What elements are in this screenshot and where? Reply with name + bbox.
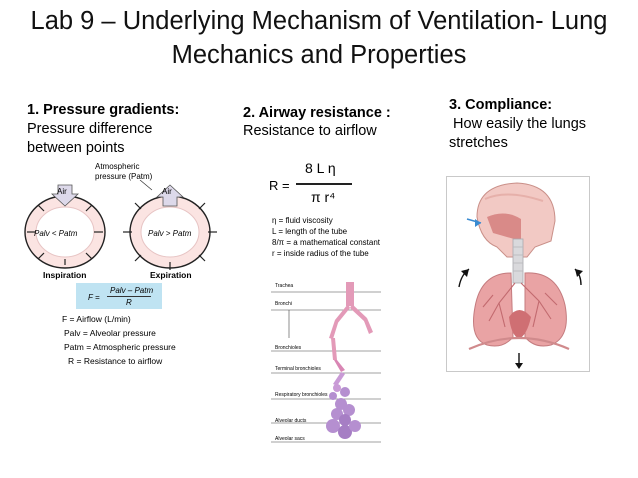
air-label-left: Air xyxy=(57,187,67,196)
section-1-sub-1: Pressure difference xyxy=(27,121,153,137)
airway-label-bronchi: Bronchi xyxy=(275,301,292,307)
inspiration-pressure-text: Palv < Patm xyxy=(34,229,78,238)
legend-alveolar: Palv = Alveolar pressure xyxy=(64,328,156,338)
section-3-sub-2: stretches xyxy=(449,135,508,151)
formula-numerator: Palv – Patm xyxy=(110,286,154,295)
airway-label-respiratory: Respiratory bronchioles xyxy=(275,392,328,398)
def-constant: 8/π = a mathematical constant xyxy=(272,238,381,247)
title-line-2: Mechanics and Properties xyxy=(171,41,467,69)
legend-airflow: F = Airflow (L/min) xyxy=(62,314,131,324)
air-label-right: Air xyxy=(162,187,172,196)
atmospheric-label-2: pressure (Patm) xyxy=(95,172,153,181)
slide-title: Lab 9 – Underlying Mechanism of Ventilat… xyxy=(0,4,638,72)
airway-label-ducts: Alveolar ducts xyxy=(275,418,307,424)
section-3-sub-1: How easily the lungs xyxy=(449,116,587,132)
expiration-pressure-text: Palv > Patm xyxy=(148,229,192,238)
airway-tree-diagram xyxy=(271,282,381,443)
section-3-heading: 3. Compliance: xyxy=(449,97,553,113)
atmospheric-label-1: Atmospheric xyxy=(95,162,140,171)
inspiration-lung-diagram xyxy=(24,184,106,269)
title-line-1: Lab 9 – Underlying Mechanism of Ventilat… xyxy=(30,7,608,35)
def-radius: r = inside radius of the tube xyxy=(272,249,369,258)
def-viscosity: η = fluid viscosity xyxy=(272,216,333,225)
formula-fraction-bar xyxy=(107,296,151,297)
section-1-sub-2: between points xyxy=(27,140,125,156)
resistance-eq-bar xyxy=(296,183,352,185)
legend-resistance: R = Resistance to airflow xyxy=(68,356,163,366)
formula-denominator: R xyxy=(126,298,132,307)
airway-label-trachea: Trachea xyxy=(275,283,294,289)
resistance-eq-lhs: R = xyxy=(269,178,290,193)
resistance-eq-denominator: π r⁴ xyxy=(311,189,336,205)
inspiration-caption: Inspiration xyxy=(43,270,87,280)
section-2-sub: Resistance to airflow xyxy=(243,123,377,139)
airway-label-bronchioles: Bronchioles xyxy=(275,345,302,351)
def-length: L = length of the tube xyxy=(272,227,348,236)
resistance-eq-numerator: 8 L η xyxy=(305,160,336,176)
lung-illustration xyxy=(458,182,583,369)
airway-label-terminal: Terminal bronchioles xyxy=(275,366,321,372)
airway-label-sacs: Alveolar sacs xyxy=(275,436,305,442)
formula-lhs: F = xyxy=(88,293,100,302)
expiration-caption: Expiration xyxy=(150,270,192,280)
pressure-diagram xyxy=(24,180,217,270)
legend-atmospheric: Patm = Atmospheric pressure xyxy=(64,342,176,352)
section-2-heading: 2. Airway resistance : xyxy=(243,105,391,121)
section-1-heading: 1. Pressure gradients: xyxy=(27,102,180,118)
expiration-lung-diagram xyxy=(123,184,217,270)
